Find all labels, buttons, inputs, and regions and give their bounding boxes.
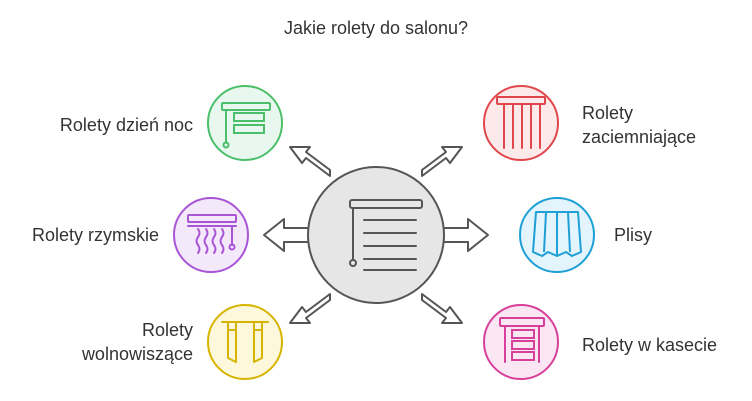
option-label-rzymskie: Rolety rzymskie (31, 225, 159, 245)
center-hub (307, 166, 445, 304)
blackout-blind-icon (496, 96, 546, 149)
arrow-right (439, 218, 489, 252)
arrow-upper-right (421, 146, 463, 177)
diagram-title: Jakie rolety do salonu? (283, 18, 469, 38)
option-label-zaciemniajace: Rolety zaciemniające (582, 103, 697, 147)
option-label-wolnowiszace: Rolety wolnowiszące (81, 320, 193, 364)
day-night-blind-icon (221, 102, 271, 149)
roman-blind-icon (187, 214, 237, 254)
option-label-plisy: Plisy (614, 225, 653, 245)
pleated-blind-icon (532, 211, 582, 257)
option-label-w-kasecie: Rolety w kasecie (582, 335, 718, 355)
option-rzymskie-node (173, 197, 249, 273)
arrow-lower-left (289, 293, 331, 324)
option-label-dzien-noc: Rolety dzień noc (59, 115, 193, 135)
roller-blind-icon (349, 199, 423, 271)
free-hanging-blind-icon (221, 321, 269, 363)
arrow-lower-right (421, 293, 463, 324)
option-w-kasecie-node (483, 304, 559, 380)
arrow-upper-left (289, 146, 331, 177)
option-plisy-node (519, 197, 595, 273)
option-zaciemniajace-node (483, 85, 559, 161)
option-wolnowiszace-node (207, 304, 283, 380)
option-dzien-noc-node (207, 85, 283, 161)
cassette-blind-icon (499, 317, 545, 363)
arrow-left (263, 218, 313, 252)
